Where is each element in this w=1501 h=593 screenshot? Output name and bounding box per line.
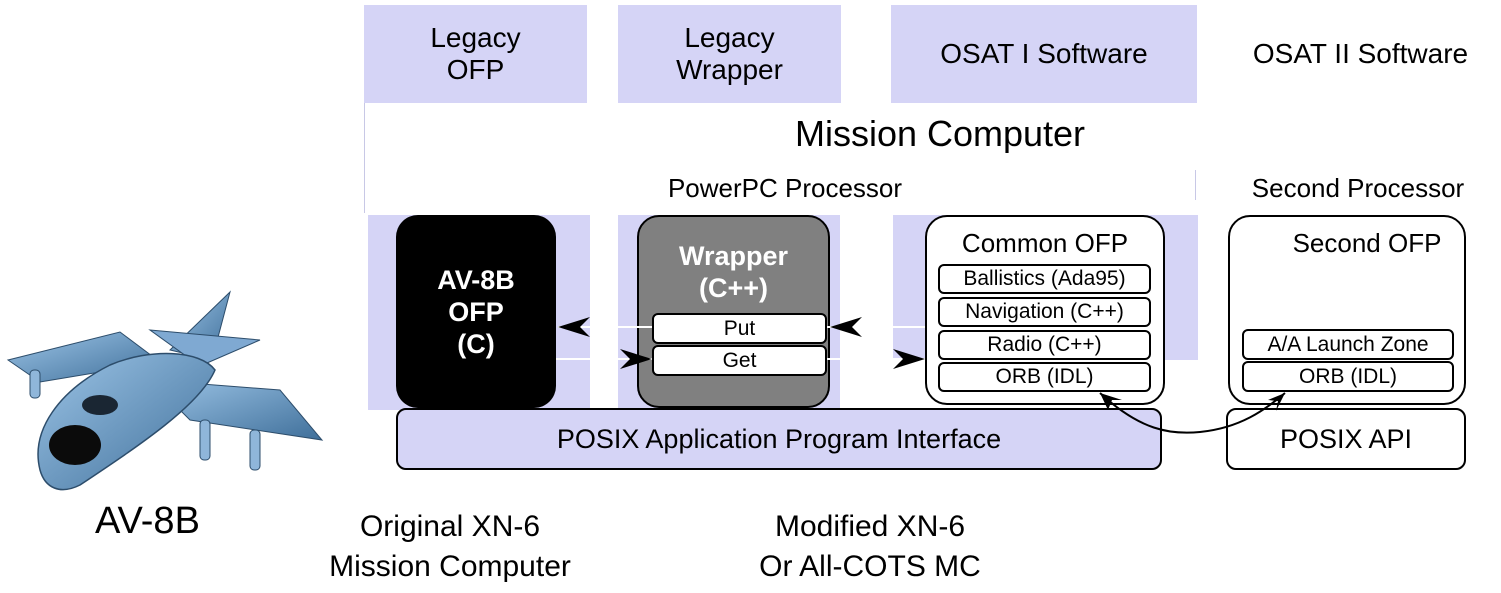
- arrowhead-to-common-ofp: [893, 349, 925, 369]
- powerpc-processor-label: PowerPC Processor: [667, 172, 903, 203]
- left-divider: [364, 103, 365, 213]
- navigation-module: Navigation (C++): [938, 297, 1151, 327]
- av8b-ofp-box: AV-8B OFP (C): [396, 215, 556, 408]
- osat-i-software-label: OSAT I Software: [891, 5, 1197, 103]
- aircraft-label: AV-8B: [95, 500, 200, 542]
- posix-api-bar: POSIX Application Program Interface: [396, 408, 1162, 470]
- arrowhead-to-get: [620, 349, 652, 369]
- orb-module-common: ORB (IDL): [938, 362, 1151, 392]
- av8b-aircraft-icon: [6, 290, 324, 491]
- arrowhead-to-put: [830, 317, 862, 337]
- radio-module: Radio (C++): [938, 330, 1151, 360]
- mission-computer-label: Mission Computer: [794, 115, 1086, 153]
- put-interface: Put: [652, 313, 827, 344]
- second-posix-api-bar: POSIX API: [1226, 408, 1466, 470]
- common-ofp-title: Common OFP: [961, 227, 1129, 258]
- legacy-wrapper-label: Legacy Wrapper: [618, 5, 841, 103]
- aa-launch-zone-module: A/A Launch Zone: [1242, 329, 1454, 360]
- arrowhead-to-av8b: [558, 317, 590, 337]
- get-interface: Get: [652, 345, 827, 376]
- orb-module-second: ORB (IDL): [1242, 361, 1454, 392]
- caption-modified: Modified XN-6 Or All-COTS MC: [759, 510, 981, 583]
- ballistics-module: Ballistics (Ada95): [938, 264, 1151, 294]
- orb-link-curve: [1099, 392, 1286, 434]
- legacy-ofp-label: Legacy OFP: [364, 5, 587, 103]
- wrapper-title: Wrapper (C++): [678, 241, 789, 303]
- caption-original: Original XN-6 Mission Computer: [329, 510, 571, 583]
- orb-link-arrowhead-right: [1268, 393, 1285, 411]
- second-processor-label: Second Processor: [1251, 172, 1465, 203]
- second-ofp-title: Second OFP: [1292, 227, 1442, 258]
- orb-link-arrowhead-left: [1100, 393, 1122, 410]
- processor-divider: [1195, 170, 1196, 200]
- osat-ii-software-label: OSAT II Software: [1252, 38, 1469, 69]
